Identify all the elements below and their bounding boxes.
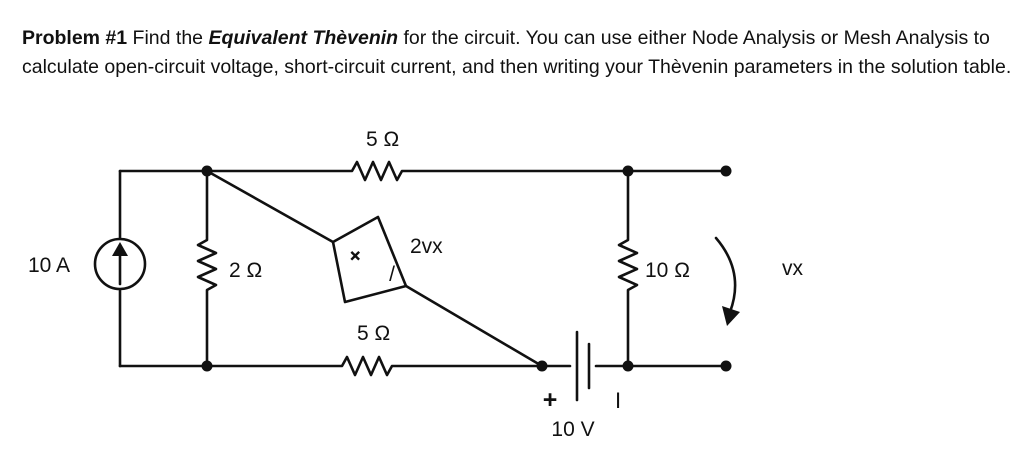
vx-arrow-head [722, 306, 740, 326]
resistor-10-label: 10 Ω [645, 259, 690, 282]
resistor-5-top-label: 5 Ω [366, 128, 399, 151]
problem-statement: Problem #1 Find the Equivalent Thèvenin … [22, 24, 1012, 82]
diagonal-wire-upper [205, 169, 335, 244]
terminal-bottom [720, 360, 732, 372]
problem-label: Problem #1 [22, 27, 128, 49]
dependent-source-label: 2vx [410, 235, 443, 258]
current-source-label: 10 A [28, 254, 70, 277]
battery-value-label: 10 V [551, 418, 594, 441]
terminal-top [720, 165, 732, 177]
problem-text-b: for the circuit. You can use either Node… [22, 27, 1012, 78]
diagonal-wire-lower [404, 284, 544, 368]
problem-text-a: Find the [127, 27, 209, 49]
top-wire [118, 160, 728, 182]
node-bottom-middle [536, 360, 548, 372]
resistor-10-ohm [617, 169, 639, 368]
problem-emphasis: Equivalent Thèvenin [208, 27, 399, 49]
node-top-left [201, 165, 213, 177]
vx-arrow [714, 236, 737, 314]
resistor-2-label: 2 Ω [229, 259, 262, 282]
output-voltage-label: vx [782, 257, 804, 280]
node-bottom-left [201, 360, 213, 372]
dependent-source-minus: / [389, 263, 395, 286]
battery-minus-label: I [615, 388, 621, 413]
resistor-5-bottom-label: 5 Ω [357, 322, 390, 345]
node-top-right [622, 165, 634, 177]
node-bottom-right [622, 360, 634, 372]
dependent-voltage-source [331, 215, 408, 304]
resistor-2-ohm [196, 169, 218, 368]
bottom-wire [118, 355, 572, 377]
battery-plus-label: + [543, 386, 558, 414]
current-source-arrow-head [112, 242, 128, 256]
